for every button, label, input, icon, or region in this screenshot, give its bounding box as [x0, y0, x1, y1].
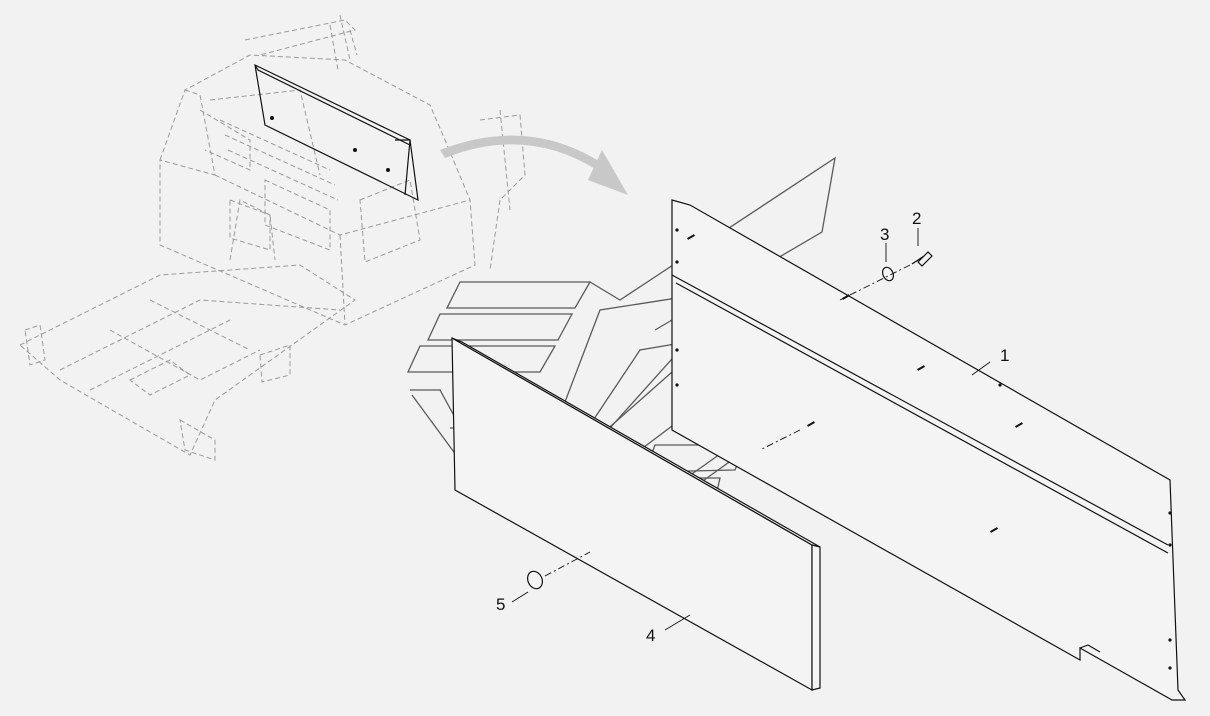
- callout-1: 1: [1000, 346, 1009, 365]
- callout-2: 2: [912, 209, 921, 228]
- callout-4: 4: [646, 626, 655, 645]
- bolt: [911, 251, 933, 267]
- insulation-pad: [451, 336, 821, 692]
- callout-3: 3: [880, 225, 889, 244]
- installed-panel-highlight: [254, 63, 419, 202]
- assembly-lines: [544, 264, 911, 577]
- side-panel: [671, 199, 1187, 701]
- machine-frame-ghost: [19, 14, 526, 461]
- leader-lines: [511, 228, 991, 631]
- callout-labels: 1 2 3 4 5: [496, 209, 1009, 645]
- washer: [881, 266, 895, 282]
- panel-slots: [687, 234, 1023, 533]
- callout-5: 5: [496, 595, 505, 614]
- grommet: [527, 570, 543, 590]
- panel-holes: [675, 228, 1172, 670]
- curved-arrow: [440, 135, 628, 195]
